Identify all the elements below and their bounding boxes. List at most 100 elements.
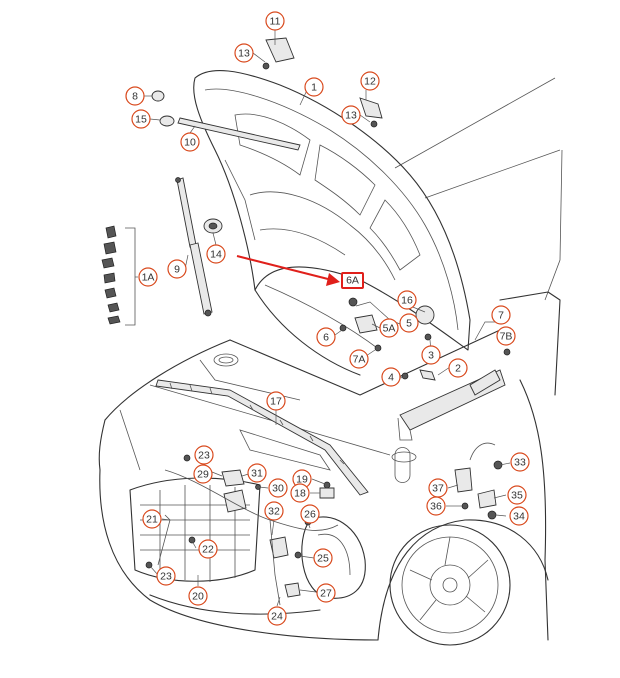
callout-label: 22 — [202, 544, 214, 556]
callout-circle — [379, 318, 399, 338]
callout-26[interactable]: 26 — [300, 504, 320, 524]
callout-circle — [507, 485, 527, 505]
callout-circle — [316, 583, 336, 603]
callout-27[interactable]: 27 — [316, 583, 336, 603]
callout-label: 5A — [383, 323, 396, 335]
callout-circle — [426, 496, 446, 516]
callout-label: 12 — [364, 76, 376, 88]
callout-32[interactable]: 32 — [264, 501, 284, 521]
callout-label: 34 — [513, 511, 525, 523]
callout-label: 3 — [428, 350, 434, 362]
callout-18[interactable]: 18 — [290, 483, 310, 503]
callout-circle — [264, 501, 284, 521]
callout-6[interactable]: 6 — [316, 327, 336, 347]
callout-label: 18 — [294, 488, 306, 500]
callout-circle — [234, 43, 254, 63]
callout-circle — [341, 105, 361, 125]
hinge-rod — [177, 117, 301, 151]
callout-15[interactable]: 15 — [131, 109, 151, 129]
callout-circle — [349, 349, 369, 369]
car-body-outline — [98, 77, 563, 646]
callout-circle — [131, 109, 151, 129]
callout-label: 7 — [498, 310, 504, 322]
callout-label: 30 — [272, 483, 284, 495]
callout-circle — [167, 259, 187, 279]
callout-37[interactable]: 37 — [428, 478, 448, 498]
callout-23a[interactable]: 23 — [194, 445, 214, 465]
callout-2[interactable]: 2 — [448, 358, 468, 378]
callout-label: 27 — [320, 588, 332, 600]
callout-1a[interactable]: 1A — [138, 267, 158, 287]
callout-7a[interactable]: 7A — [349, 349, 369, 369]
callout-circle — [193, 464, 213, 484]
callout-35[interactable]: 35 — [507, 485, 527, 505]
callout-circle — [188, 586, 208, 606]
callout-25[interactable]: 25 — [313, 548, 333, 568]
callout-20[interactable]: 20 — [188, 586, 208, 606]
callout-11[interactable]: 11 — [265, 11, 285, 31]
small-hardware — [145, 37, 511, 606]
callout-29[interactable]: 29 — [193, 464, 213, 484]
callout-circle — [399, 313, 419, 333]
callout-label: 26 — [304, 509, 316, 521]
callout-17[interactable]: 17 — [266, 391, 286, 411]
callout-7b[interactable]: 7B — [496, 326, 516, 346]
callout-circle — [313, 548, 333, 568]
callout-36[interactable]: 36 — [426, 496, 446, 516]
callout-23b[interactable]: 23 — [156, 566, 176, 586]
hood-panel — [193, 69, 471, 376]
callout-5[interactable]: 5 — [399, 313, 419, 333]
callout-label: 4 — [388, 372, 394, 384]
callout-label: 17 — [270, 396, 282, 408]
callout-9[interactable]: 9 — [167, 259, 187, 279]
callout-34[interactable]: 34 — [509, 506, 529, 526]
callout-label: 13 — [238, 48, 250, 60]
callout-label: 33 — [514, 457, 526, 469]
callout-21[interactable]: 21 — [142, 509, 162, 529]
callout-22[interactable]: 22 — [198, 539, 218, 559]
callout-circle — [316, 327, 336, 347]
callout-31[interactable]: 31 — [247, 463, 267, 483]
callout-13a[interactable]: 13 — [234, 43, 254, 63]
fastener-set-1a — [101, 225, 136, 326]
callout-13b[interactable]: 13 — [341, 105, 361, 125]
callout-circle — [265, 11, 285, 31]
callout-33[interactable]: 33 — [510, 452, 530, 472]
callout-circle — [496, 326, 516, 346]
callout-14[interactable]: 14 — [206, 244, 226, 264]
callout-12[interactable]: 12 — [360, 71, 380, 91]
callout-16[interactable]: 16 — [397, 290, 417, 310]
callout-label: 25 — [317, 553, 329, 565]
callout-label: 29 — [197, 469, 209, 481]
callout-label: 23 — [198, 450, 210, 462]
callout-10[interactable]: 10 — [180, 132, 200, 152]
callout-label: 11 — [270, 16, 281, 28]
callout-circle — [448, 358, 468, 378]
callout-24[interactable]: 24 — [267, 606, 287, 626]
callout-1[interactable]: 1 — [304, 77, 324, 97]
highlight-label-6a[interactable]: 6A — [341, 272, 364, 289]
callout-3[interactable]: 3 — [421, 345, 441, 365]
callout-5a[interactable]: 5A — [379, 318, 399, 338]
callout-circle — [180, 132, 200, 152]
highlight-label-text: 6A — [346, 275, 359, 287]
callout-circle — [247, 463, 267, 483]
callout-label: 24 — [271, 611, 283, 623]
callout-label: 23 — [160, 571, 172, 583]
callout-circle — [266, 391, 286, 411]
callout-label: 10 — [184, 137, 196, 149]
callout-label: 31 — [251, 468, 263, 480]
callout-label: 1 — [311, 82, 317, 94]
callout-label: 13 — [345, 110, 357, 122]
callout-7[interactable]: 7 — [491, 305, 511, 325]
callout-8[interactable]: 8 — [125, 86, 145, 106]
callout-4[interactable]: 4 — [381, 367, 401, 387]
callout-circle — [509, 506, 529, 526]
callout-30[interactable]: 30 — [268, 478, 288, 498]
callout-circle — [304, 77, 324, 97]
callout-circle — [421, 345, 441, 365]
callout-circle — [268, 478, 288, 498]
